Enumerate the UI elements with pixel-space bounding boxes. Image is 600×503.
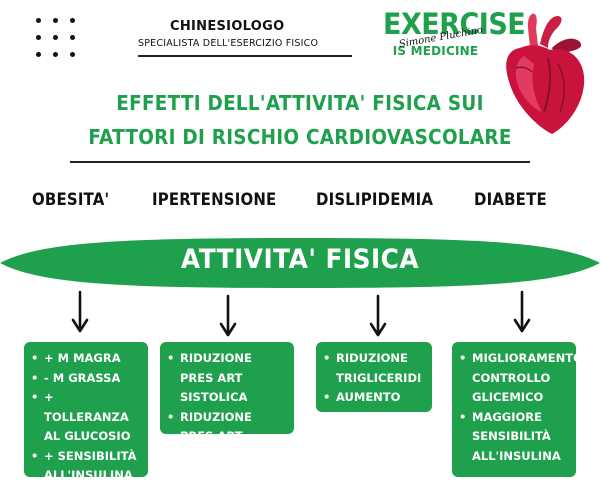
effects-box-dislipidemia: RIDUZIONE TRIGLICERIDI AUMENTO HDL (316, 342, 432, 424)
factor-obesita: OBESITA' (32, 190, 110, 210)
title-line-1: EFFETTI DELL'ATTIVITA' FISICA SUI (116, 91, 484, 115)
effects-box-ipertensione: RIDUZIONE PRES ART SISTOLICA RIDUZIONE P… (160, 342, 294, 463)
header-title: CHINESIOLOGO (170, 19, 285, 34)
page-title: EFFETTI DELL'ATTIVITA' FISICA SUI FATTOR… (79, 86, 521, 154)
effects-box-obesita: + M MAGRA - M GRASSA + TOLLERANZA AL GLU… (24, 342, 148, 482)
dot-grid-icon (36, 18, 76, 58)
title-line-2: FATTORI DI RISCHIO CARDIOVASCOLARE (88, 125, 512, 149)
header-subtitle: SPECIALISTA DELL'ESERCIZIO FISICO (138, 38, 319, 49)
exercise-is-medicine-logo: EXERCISE Simone Pluchino IS MEDICINE (383, 8, 526, 70)
factor-diabete: DIABETE (474, 190, 547, 210)
effect-item: MIGLIORAMENTO CONTROLLO GLICEMICO (458, 349, 583, 408)
activity-band (0, 238, 600, 288)
effect-item: RIDUZIONE PRES ART SISTOLICA (166, 349, 286, 408)
header-divider (138, 55, 352, 57)
title-divider (70, 161, 530, 163)
effect-item: + M MAGRA (30, 349, 140, 369)
arrow-down-icon (513, 290, 531, 333)
effects-box-diabete: MIGLIORAMENTO CONTROLLO GLICEMICO MAGGIO… (452, 342, 583, 477)
arrow-down-icon (369, 294, 387, 337)
effect-item: + SENSIBILITÀ ALL'INSULINA (30, 447, 140, 486)
effect-item: RIDUZIONE TRIGLICERIDI (322, 349, 424, 388)
effect-item: - M GRASSA (30, 369, 140, 389)
effect-item: MAGGIORE SENSIBILITÀ ALL'INSULINA (458, 408, 568, 467)
arrow-down-icon (71, 290, 89, 333)
logo-word-medicine: IS MEDICINE (392, 44, 479, 58)
effect-item: + TOLLERANZA AL GLUCOSIO (30, 388, 140, 447)
activity-band-label: ATTIVITA' FISICA (180, 244, 420, 275)
arrow-down-icon (219, 294, 237, 337)
effect-item: AUMENTO HDL (322, 388, 424, 427)
factor-dislipidemia: DISLIPIDEMIA (316, 190, 434, 210)
heart-illustration (506, 13, 585, 134)
effect-item: RIDUZIONE PRES ART DIASTOLICA (166, 408, 286, 467)
factor-ipertensione: IPERTENSIONE (152, 190, 277, 210)
